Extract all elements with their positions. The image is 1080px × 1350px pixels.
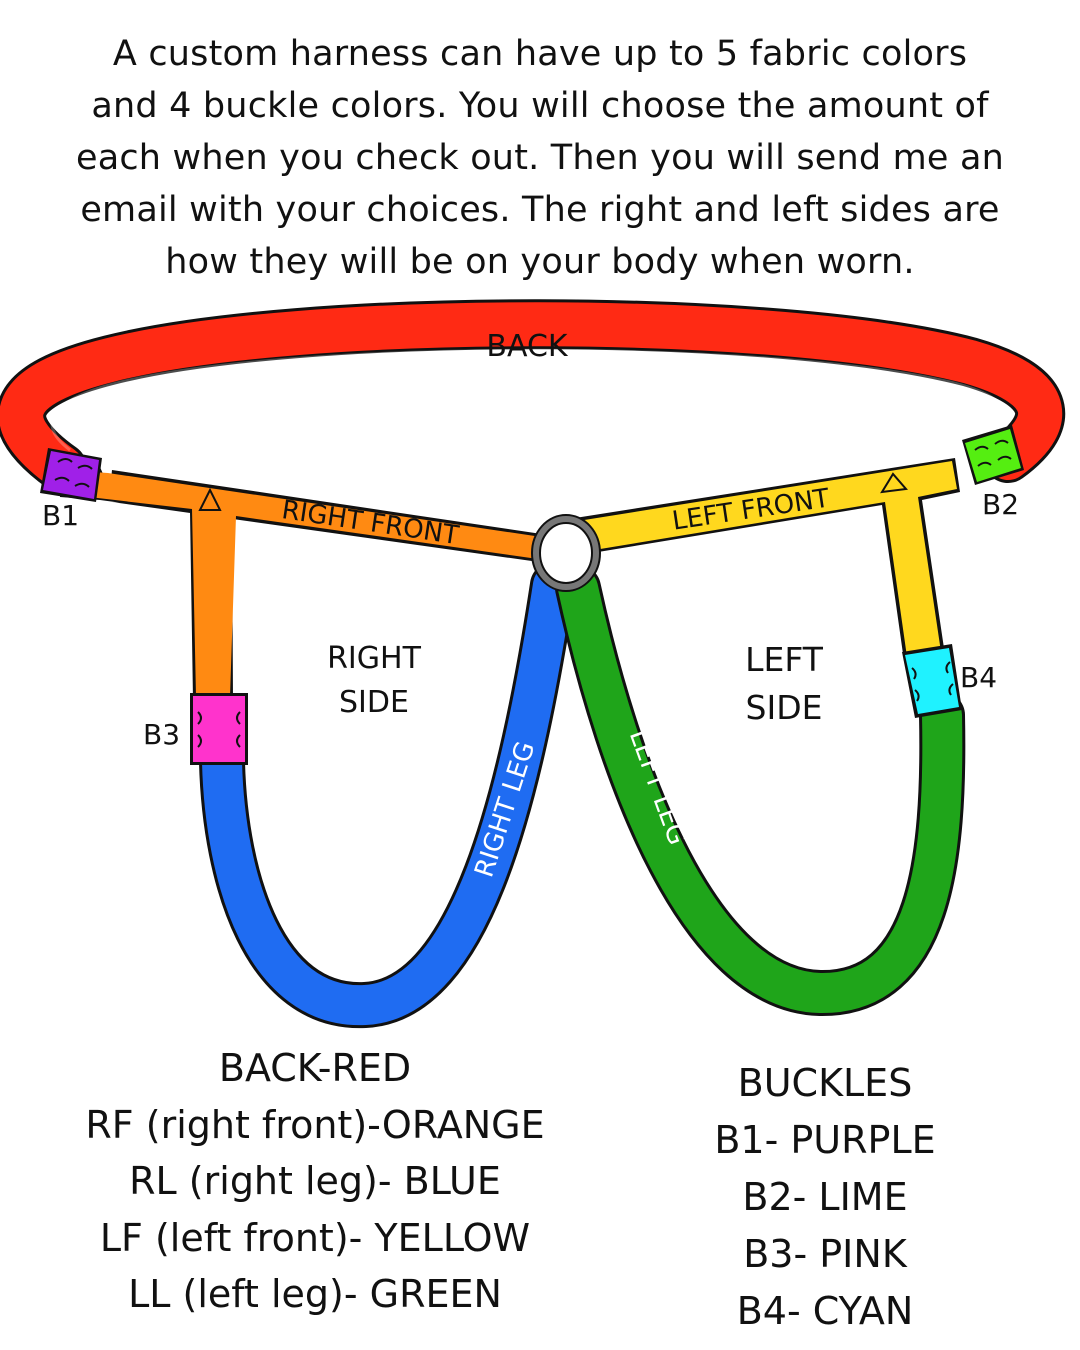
left-side-line: LEFT xyxy=(745,640,824,679)
back-label: BACK xyxy=(486,329,569,364)
buckle-color-legend: BUCKLES B1- PURPLE B2- LIME B3- PINK B4-… xyxy=(680,1055,970,1340)
buckle-b3: B3 xyxy=(143,693,248,765)
back-strap-fill xyxy=(0,302,1063,490)
buckle-b1: B1 xyxy=(40,448,102,532)
buckle-b2: B2 xyxy=(962,425,1024,521)
o-ring xyxy=(531,514,601,592)
intro-text: A custom harness can have up to 5 fabric… xyxy=(60,28,1020,288)
legend-item: LF (left front)- YELLOW xyxy=(99,1215,531,1260)
right-front-label: RIGHT FRONT xyxy=(280,495,461,551)
left-front-fill xyxy=(578,461,957,657)
buckle-b4-label: B4 xyxy=(960,661,997,694)
intro-line: and 4 buckle colors. You will choose the… xyxy=(91,86,989,126)
legend-item: LL (left leg)- GREEN xyxy=(128,1272,502,1316)
buckle-b2-label: B2 xyxy=(982,488,1019,521)
buckle-b3-label: B3 xyxy=(143,718,180,751)
intro-line: each when you check out. Then you will s… xyxy=(75,138,1005,178)
fabric-color-legend: BACK-RED RF (right front)-ORANGE RL (rig… xyxy=(40,1040,590,1323)
legend-item: B4- CYAN xyxy=(736,1289,914,1333)
legend-item: RF (right front)-ORANGE xyxy=(85,1102,545,1147)
left-leg-fill xyxy=(558,568,963,1014)
right-side-line: SIDE xyxy=(339,685,409,720)
legend-item: BACK-RED xyxy=(218,1046,412,1090)
buckle-b4: B4 xyxy=(902,644,997,718)
intro-line: email with your choices. The right and l… xyxy=(80,190,1000,230)
legend-item: RL (right leg)- BLUE xyxy=(129,1159,501,1203)
right-leg-fill xyxy=(202,565,573,1026)
right-front-strap: RIGHT FRONT xyxy=(60,467,555,700)
legend-item: B3- PINK xyxy=(743,1232,907,1276)
back-strap: BACK xyxy=(0,299,1066,493)
legend-item: B1- PURPLE xyxy=(714,1118,936,1162)
left-side-label: LEFT SIDE xyxy=(745,640,824,727)
legend-item: B2- LIME xyxy=(742,1175,908,1219)
buckle-b1-fill xyxy=(43,451,99,499)
intro-line: how they will be on your body when worn. xyxy=(165,242,915,282)
right-front-fill xyxy=(63,470,555,697)
left-front-strap: LEFT FRONT xyxy=(575,458,960,661)
buckle-b3-fill xyxy=(193,696,245,762)
legend-title: BUCKLES xyxy=(737,1061,913,1105)
intro-line: A custom harness can have up to 5 fabric… xyxy=(112,34,968,74)
right-side-line: RIGHT xyxy=(327,641,421,676)
left-side-line: SIDE xyxy=(746,688,823,727)
right-side-label: RIGHT SIDE xyxy=(327,641,421,720)
buckle-b1-label: B1 xyxy=(42,499,79,532)
